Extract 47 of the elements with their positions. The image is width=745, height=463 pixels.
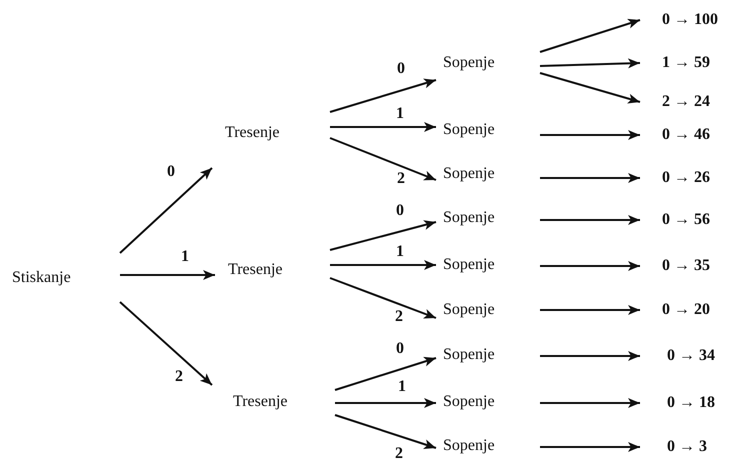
arrow <box>335 398 436 408</box>
arrow <box>330 277 436 319</box>
arrow <box>334 356 436 391</box>
arrow <box>330 220 436 251</box>
stage-label: Tresenje <box>215 250 330 300</box>
stage-label: Tresenje <box>212 108 330 170</box>
arrow <box>330 78 436 113</box>
arrow <box>540 58 640 68</box>
stage-label: Sopenje <box>436 385 540 419</box>
arrow <box>119 301 213 386</box>
arrow <box>540 442 640 452</box>
result-label: 0 → 35 <box>640 254 740 278</box>
arrow <box>540 261 640 271</box>
stage-label: Sopenje <box>436 293 540 327</box>
stage-label: Sopenje <box>436 248 540 282</box>
stage-label: Sopenje <box>436 113 540 147</box>
arrow <box>120 270 215 280</box>
arrow <box>540 72 640 104</box>
result-label: 1 → 59 <box>640 51 740 75</box>
arrow <box>540 215 640 225</box>
arrow <box>330 137 436 181</box>
arrow <box>330 260 436 270</box>
arrow <box>540 398 640 408</box>
arrow <box>540 18 640 53</box>
result-label: 0 → 26 <box>640 166 740 190</box>
arrow <box>540 130 640 140</box>
result-label: 0 → 20 <box>640 298 740 322</box>
arrow <box>119 167 213 254</box>
stage-label: Tresenje <box>212 382 335 424</box>
result-label: 0 → 34 <box>640 344 740 368</box>
stage-label: Sopenje <box>436 46 540 80</box>
arrow <box>540 351 640 361</box>
stage-label: Stiskanje <box>10 250 120 306</box>
arrow <box>540 173 640 183</box>
result-label: 0 → 100 <box>640 8 740 32</box>
arrow <box>334 414 436 450</box>
arrow <box>540 305 640 315</box>
stage-label: Sopenje <box>436 157 540 191</box>
result-label: 2 → 24 <box>640 90 740 114</box>
stage-label: Sopenje <box>436 429 540 463</box>
result-label: 0 → 18 <box>640 391 740 415</box>
stage-label: Sopenje <box>436 201 540 235</box>
stage-label: Sopenje <box>436 338 540 372</box>
result-label: 0 → 3 <box>640 435 740 459</box>
result-label: 0 → 56 <box>640 208 740 232</box>
result-label: 0 → 46 <box>640 123 740 147</box>
arrow <box>330 122 436 132</box>
